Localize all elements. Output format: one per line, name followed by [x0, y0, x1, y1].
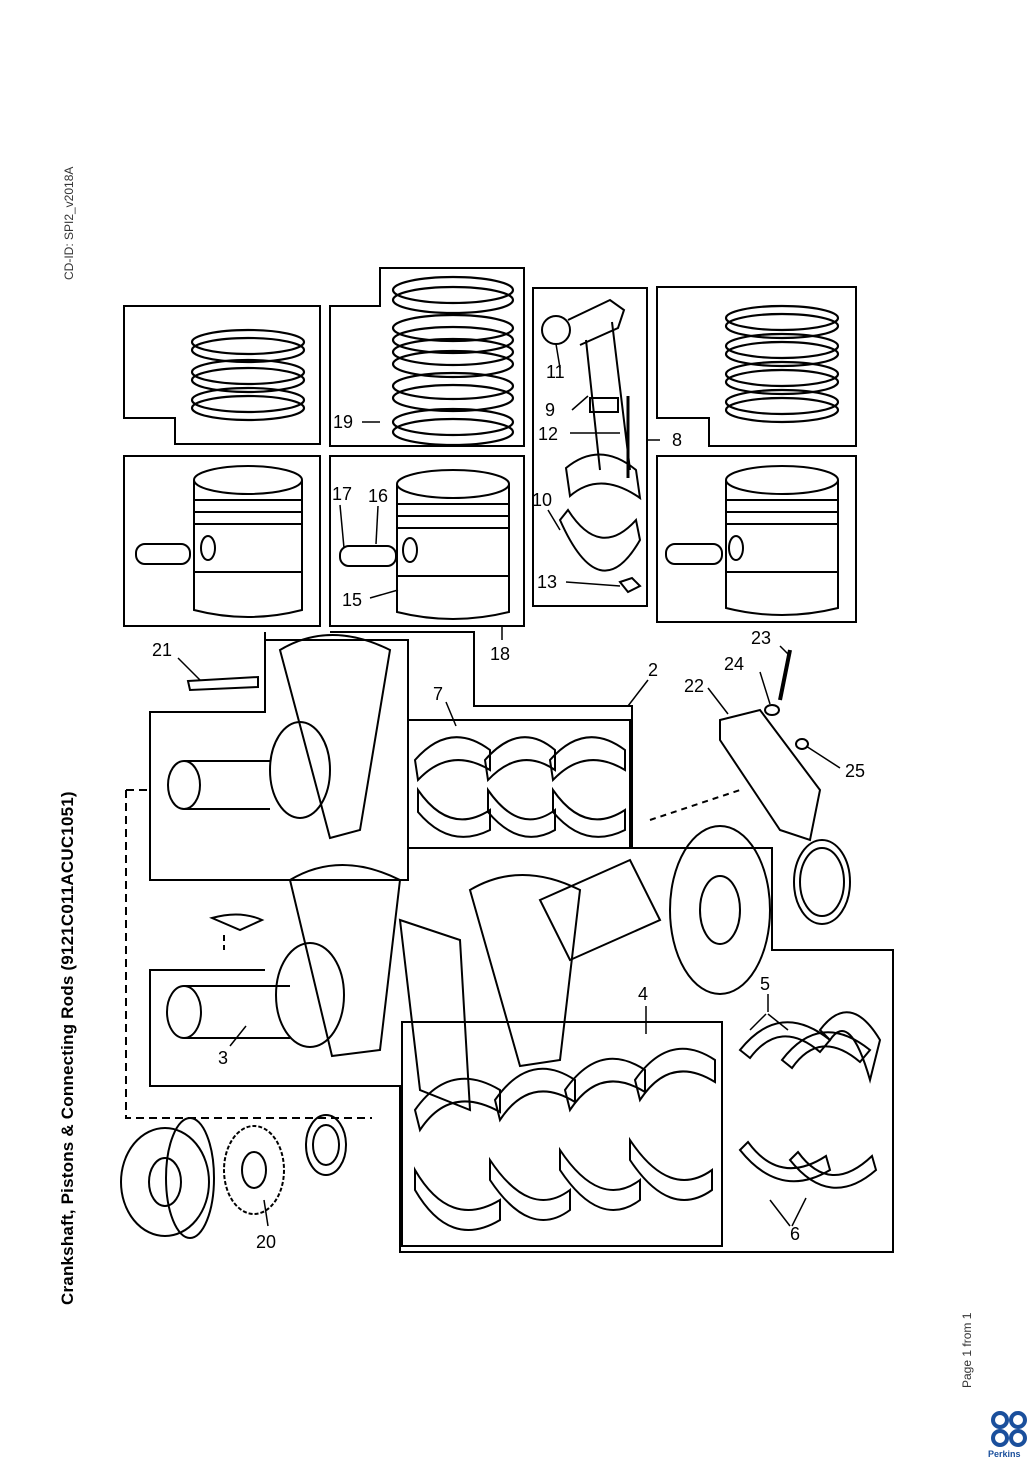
piston-rings-right	[724, 304, 840, 424]
ring-set-box-right	[656, 286, 857, 447]
callout-5: 5	[760, 974, 770, 994]
leader-lines	[177, 343, 841, 1227]
piston-rings-center	[391, 275, 515, 447]
piston-box-right	[656, 455, 857, 623]
balance-weight	[719, 649, 822, 842]
ring-set-box-left	[123, 305, 321, 445]
callout-2: 2	[648, 660, 658, 680]
crankshaft-main	[166, 825, 771, 1112]
callout-6: 6	[790, 1224, 800, 1244]
callout-20: 20	[256, 1232, 276, 1252]
bearing-box-lower	[401, 1021, 723, 1247]
callout-25: 25	[845, 761, 865, 781]
dashed-guide	[125, 789, 372, 1119]
callout-labels: 2 3 4 5 6 7 8 9 10 11 12 13 15 16 17 18 …	[152, 362, 865, 1252]
brand-label: Perkins	[988, 1449, 1021, 1459]
callout-9: 9	[545, 400, 555, 420]
callout-23: 23	[751, 628, 771, 648]
callout-19: 19	[333, 412, 353, 432]
crank-gear	[223, 1125, 285, 1215]
callout-16: 16	[368, 486, 388, 506]
piston-box-left	[123, 455, 321, 627]
callout-24: 24	[724, 654, 744, 674]
callout-22: 22	[684, 676, 704, 696]
piston-right	[665, 465, 839, 616]
bearing-shells-upper	[413, 736, 626, 838]
front-pulley	[120, 1117, 215, 1239]
thrust-washers	[738, 1011, 882, 1189]
callout-15: 15	[342, 590, 362, 610]
piston-box-center	[329, 455, 525, 627]
callout-18: 18	[490, 644, 510, 664]
connecting-rod	[541, 298, 642, 594]
callout-10: 10	[532, 490, 552, 510]
piston-left	[135, 465, 303, 618]
con-rod-box	[532, 287, 648, 607]
crankshaft-outline-box	[149, 631, 894, 1253]
callout-11: 11	[546, 362, 565, 382]
perkins-logo-icon	[991, 1411, 1027, 1447]
bearing-shells-lower	[413, 1047, 716, 1231]
spacer-ring	[305, 1114, 347, 1176]
callout-13: 13	[537, 572, 557, 592]
rear-seal	[793, 839, 851, 925]
callout-21: 21	[152, 640, 172, 660]
callout-3: 3	[218, 1048, 228, 1068]
bearing-box-upper	[407, 719, 631, 849]
callout-17: 17	[332, 484, 352, 504]
callout-12: 12	[538, 424, 558, 444]
crank-nose-upper	[167, 634, 392, 840]
piston-center	[339, 469, 510, 620]
piston-rings-left	[190, 328, 306, 422]
ring-set-box-center	[329, 267, 525, 447]
callout-4: 4	[638, 984, 648, 1004]
callout-8: 8	[672, 430, 682, 450]
callout-7: 7	[433, 684, 443, 704]
